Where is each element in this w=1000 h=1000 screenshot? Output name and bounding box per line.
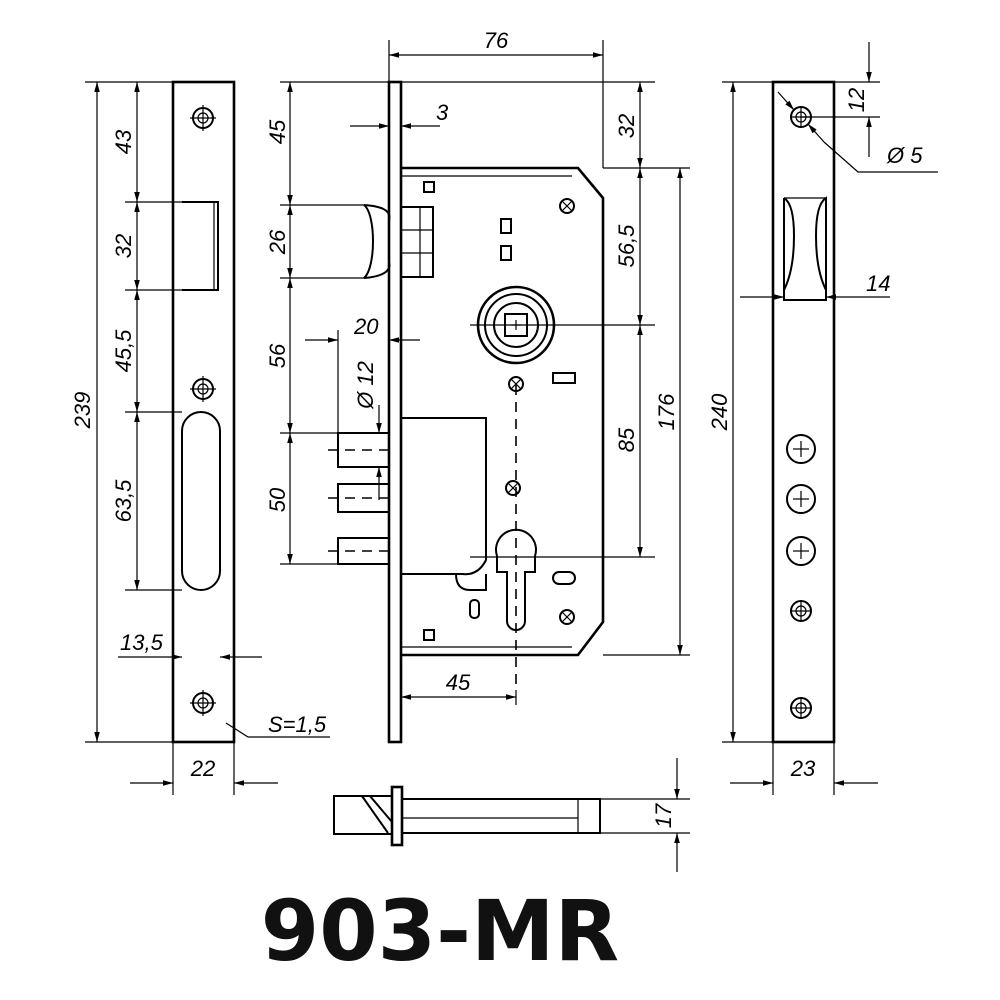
latch-opening	[182, 201, 219, 291]
dim-front-top-hole: 12	[844, 88, 869, 112]
bolt-hole-icon	[786, 484, 816, 514]
cylinder-cutout	[495, 528, 537, 631]
latch-tongue	[363, 204, 434, 279]
dim-body-bolt-height: 50	[265, 487, 290, 512]
dim-faceplate-width: 22	[190, 756, 215, 781]
bottom-front-plate	[390, 785, 404, 847]
front-plate-view: 12 Ø 5 14 240 23	[707, 42, 938, 795]
dim-body-top-offset: 32	[614, 114, 639, 138]
screw-hole-icon	[190, 105, 216, 131]
dim-body-latch-height: 26	[265, 229, 290, 255]
model-label: 903-MR	[261, 882, 619, 980]
dim-body-depth: 76	[484, 28, 509, 53]
rivet-icon	[508, 376, 524, 392]
dim-faceplate-height: 239	[70, 392, 95, 430]
dim-front-width: 23	[790, 756, 816, 781]
dim-faceplate-latch-bolt: 45,5	[111, 329, 136, 373]
dim-latch-depth: 14	[866, 271, 890, 296]
screw-hole-icon	[790, 697, 812, 719]
lock-case-outline	[401, 166, 605, 657]
dim-bottom-thickness: 17	[651, 803, 676, 828]
bolt-hole-icon	[786, 434, 816, 464]
rivet-icon	[559, 609, 575, 625]
dim-spindle-cylinder: 85	[614, 427, 639, 452]
rivet-icon	[505, 480, 521, 496]
dim-body-latch-bolt: 56	[265, 343, 290, 368]
dim-case-height: 176	[654, 393, 679, 430]
dim-faceplate-top-latch: 43	[111, 129, 136, 154]
strike-plate-view: 239 43 32 45,5 63,5 13,5 22 S=1,5	[70, 80, 330, 795]
screw-hole-icon	[190, 690, 216, 716]
bolt-carrier	[401, 417, 487, 576]
dim-faceplate-latch-opening: 32	[111, 234, 136, 258]
screw-hole-icon	[790, 600, 812, 622]
bottom-view: 17	[333, 758, 690, 872]
latch-profile	[783, 196, 827, 301]
lock-front-plate	[387, 80, 403, 744]
dim-bolt-diameter: Ø 12	[353, 361, 378, 410]
dim-hole-diameter: Ø 5	[886, 143, 923, 168]
bolt-pins	[328, 432, 392, 565]
lock-body-view: 76 3 45 26 56 50 20 Ø 12 32 56,5 85 176 …	[265, 28, 690, 744]
dim-faceplate-bolt-opening: 63,5	[111, 479, 136, 523]
dim-faceplate-thickness: S=1,5	[268, 712, 327, 737]
bolt-opening	[181, 411, 221, 591]
dim-backset: 45	[446, 670, 471, 695]
dim-plate-thickness: 3	[436, 100, 449, 125]
screw-hole-icon	[190, 376, 216, 402]
front-plate-outline	[771, 80, 836, 744]
bolt-hole-icon	[786, 536, 816, 566]
dim-faceplate-offset: 13,5	[120, 630, 164, 655]
dim-bolt-projection: 20	[353, 314, 379, 339]
dim-front-height: 240	[707, 393, 732, 431]
rivet-icon	[559, 198, 575, 214]
dim-top-spindle: 56,5	[614, 224, 639, 268]
dim-body-top-latch: 45	[265, 119, 290, 144]
